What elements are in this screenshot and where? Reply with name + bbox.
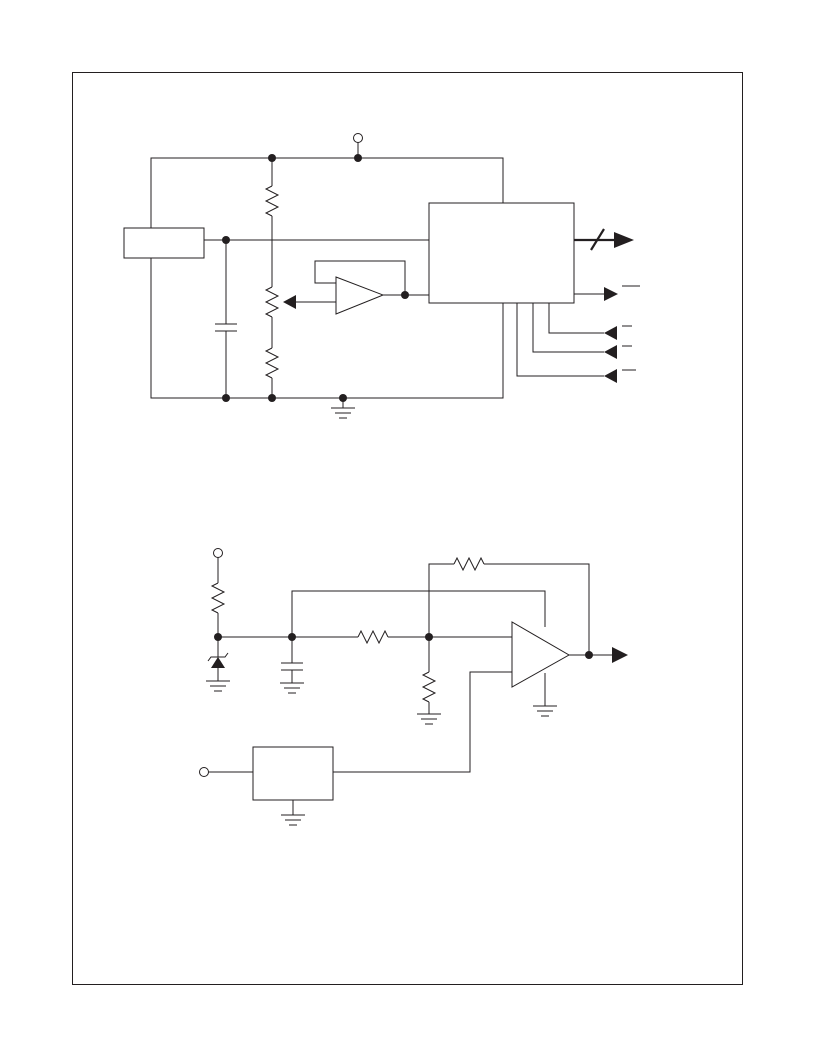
junction <box>268 394 276 402</box>
zener-diode <box>207 637 229 681</box>
input-terminal <box>199 767 209 777</box>
wiper-arrow <box>283 295 296 309</box>
divider-ladder <box>264 158 280 398</box>
junction <box>585 651 593 659</box>
output-amplifier <box>511 621 571 688</box>
converter-block <box>428 202 575 304</box>
filter-capacitor-bottom <box>280 637 304 694</box>
output-arrow <box>612 647 628 663</box>
ground-symbol-amp <box>533 705 557 717</box>
ground-symbol-zener <box>206 680 230 692</box>
top-supply-rail <box>150 157 504 228</box>
supply-terminal-bottom <box>210 548 226 637</box>
junction <box>268 154 276 162</box>
ground-symbol-pulldown <box>417 713 441 725</box>
junction <box>339 394 347 402</box>
control-input-3 <box>516 303 636 383</box>
page-frame <box>72 72 743 985</box>
status-output <box>574 285 640 301</box>
signal-path <box>333 671 512 773</box>
junction <box>222 394 230 402</box>
amp-supply-line <box>291 590 546 637</box>
junction <box>222 236 230 244</box>
signal-block <box>252 746 334 801</box>
resistor-upper <box>264 185 280 217</box>
potentiometer <box>264 286 280 318</box>
bus-output <box>574 228 634 251</box>
junction <box>214 633 222 641</box>
resistor-lower <box>264 347 280 379</box>
junction <box>354 154 362 162</box>
pulldown-resistor <box>421 671 437 703</box>
control-input-2 <box>532 303 632 359</box>
feedback-resistor <box>453 556 485 572</box>
buffer-feedback <box>314 260 406 295</box>
top-schematic <box>123 133 640 419</box>
control-input-1 <box>548 303 632 340</box>
ground-symbol-block <box>281 800 305 826</box>
junction <box>401 291 409 299</box>
filter-capacitor-top <box>215 240 237 398</box>
regulator-block <box>123 227 205 259</box>
junction <box>288 633 296 641</box>
top-ground-rail <box>150 258 504 399</box>
bottom-schematic <box>199 548 628 826</box>
junction <box>425 633 433 641</box>
series-resistor <box>357 629 389 645</box>
buffer-amplifier <box>335 276 385 315</box>
bias-resistor <box>210 582 226 614</box>
